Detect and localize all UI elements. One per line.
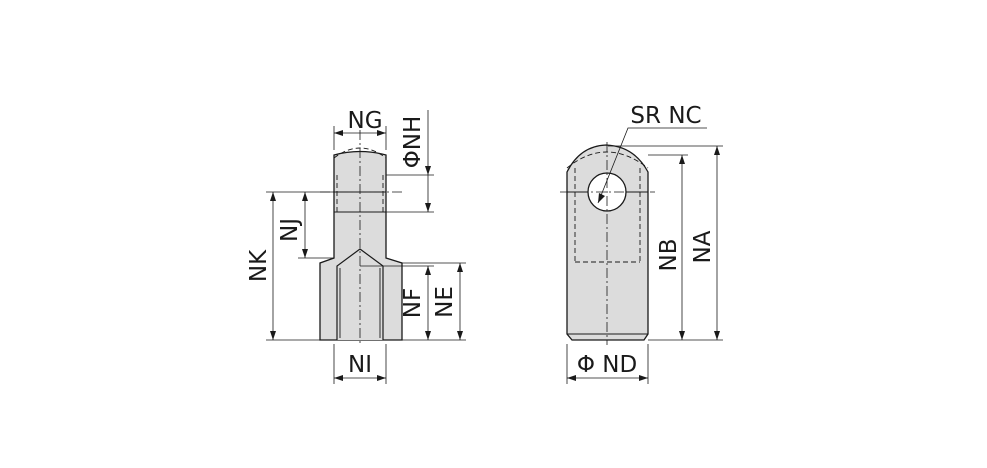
dim-label-na: NA <box>690 230 716 263</box>
dim-label-ne: NE <box>432 286 458 318</box>
dim-label-nd: Φ ND <box>577 352 637 378</box>
dim-label-nb: NB <box>656 239 682 272</box>
dim-label-nk: NK <box>246 249 272 282</box>
dim-label-ng: NG <box>347 108 382 134</box>
dim-label-ni: NI <box>348 352 372 378</box>
front-view: SR NC NB NA Φ ND <box>560 103 723 384</box>
dim-label-nf: NF <box>400 288 426 318</box>
side-view: NG ΦNH NJ NK NF NE <box>246 108 466 384</box>
dim-label-nj: NJ <box>277 218 303 242</box>
dim-label-sr-nc: SR NC <box>630 103 701 129</box>
dim-label-nh: ΦNH <box>400 116 426 169</box>
